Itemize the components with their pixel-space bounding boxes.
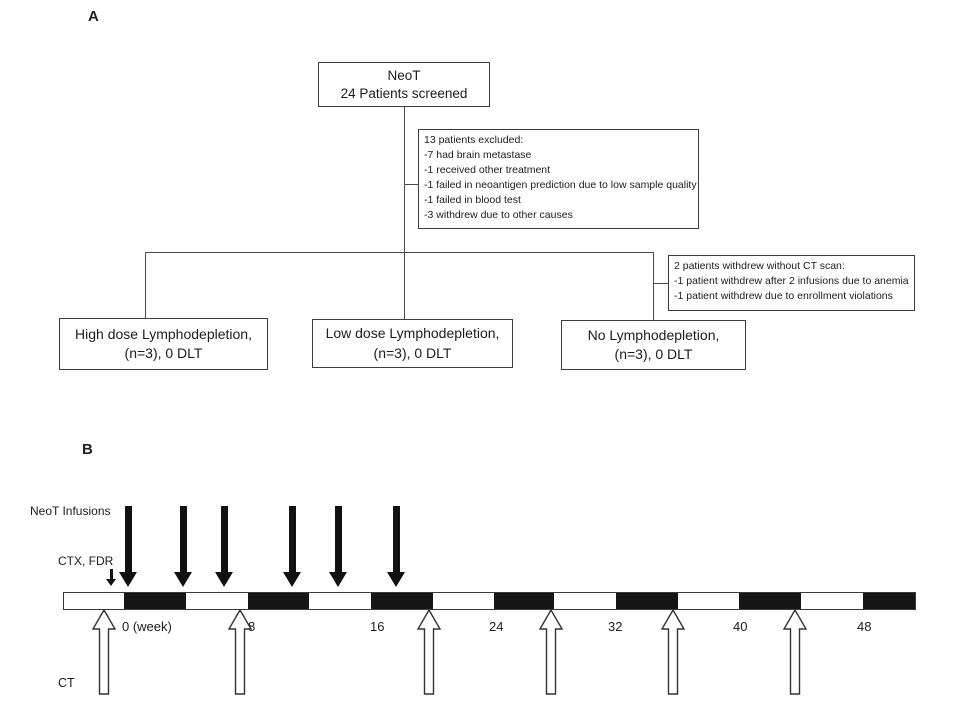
week-label: 24 (489, 619, 504, 634)
connector-line-center-vertical (404, 107, 405, 319)
infusion-arrow-shaft (392, 506, 400, 572)
ct-scan-arrow-icon (227, 608, 253, 695)
ct-scan-arrow-svg (416, 608, 442, 695)
arm-box-low-dose-line1: Low dose Lymphodepletion, (325, 325, 500, 341)
infusion-arrow-shaft (288, 506, 296, 572)
week-label: 16 (370, 619, 385, 634)
connector-line-to-withdrew-note (653, 283, 668, 284)
bar-segment (371, 593, 433, 609)
bar-segment (554, 593, 616, 609)
infusion-arrow-icon (119, 506, 137, 587)
infusion-arrow-head (387, 572, 405, 587)
screened-box-subtitle: 24 Patients screened (340, 85, 468, 101)
infusion-arrow-icon (329, 506, 347, 587)
bar-segment (863, 593, 915, 609)
bar-segment (616, 593, 678, 609)
week-label: 8 (248, 619, 256, 634)
connector-line-to-excluded-note (405, 184, 418, 185)
panel-a-label: A (88, 8, 99, 25)
bar-segment (186, 593, 248, 609)
infusion-arrow-head (329, 572, 347, 587)
panel-b-label: B (82, 441, 93, 458)
excluded-note-line: -7 had brain metastase (424, 149, 532, 161)
infusion-arrow-icon (174, 506, 192, 587)
bar-segment (494, 593, 554, 609)
arm-box-no-lymphodepletion-line2: (n=3), 0 DLT (614, 346, 693, 362)
ct-scan-arrow-icon (782, 608, 808, 695)
ct-scan-arrow-icon (416, 608, 442, 695)
ct-scan-arrow-svg (538, 608, 564, 695)
bar-segment (739, 593, 801, 609)
ctx-fdr-arrow-shaft (109, 569, 113, 579)
ct-scan-arrow-icon (538, 608, 564, 695)
ct-scan-arrow-svg (782, 608, 808, 695)
bar-segment (64, 593, 124, 609)
infusion-arrow-head (283, 572, 301, 587)
bar-segment (309, 593, 371, 609)
infusion-arrow-icon (283, 506, 301, 587)
bar-segment (124, 593, 186, 609)
infusion-arrow-shaft (220, 506, 228, 572)
infusion-arrow-shaft (179, 506, 187, 572)
connector-line-left-vertical (145, 252, 146, 318)
ct-scan-arrow-svg (227, 608, 253, 695)
infusion-arrow-shaft (334, 506, 342, 572)
ct-scan-arrow-icon (91, 608, 117, 695)
bar-segment (433, 593, 494, 609)
screened-box: NeoT 24 Patients screened (318, 62, 490, 107)
connector-line-right-vertical (653, 252, 654, 320)
arm-box-high-dose: High dose Lymphodepletion, (n=3), 0 DLT (59, 318, 268, 370)
bar-segment (801, 593, 863, 609)
week-label: 0 (week) (122, 619, 172, 634)
excluded-note-line: -1 failed in blood test (424, 194, 521, 206)
arm-box-high-dose-line2: (n=3), 0 DLT (124, 345, 203, 361)
screened-box-title: NeoT (387, 67, 421, 83)
arm-box-low-dose-line2: (n=3), 0 DLT (373, 344, 452, 361)
withdrew-note-box: 2 patients withdrew without CT scan: -1 p… (668, 255, 915, 311)
ctx-fdr-arrow-icon (106, 569, 116, 586)
infusion-arrow-icon (387, 506, 405, 587)
excluded-note-line: -1 failed in neoantigen prediction due t… (424, 179, 697, 191)
week-label: 48 (857, 619, 872, 634)
bar-segment (678, 593, 739, 609)
week-label: 32 (608, 619, 623, 634)
ct-scan-arrow-svg (660, 608, 686, 695)
excluded-note-box: 13 patients excluded: -7 had brain metast… (418, 129, 699, 229)
infusion-arrow-head (119, 572, 137, 587)
excluded-note-line: -3 withdrew due to other causes (424, 209, 573, 221)
infusion-arrow-head (174, 572, 192, 587)
withdrew-note-line: -1 patient withdrew due to enrollment vi… (674, 290, 893, 302)
ctx-fdr-row-label: CTX, FDR (58, 554, 114, 568)
neot-infusions-row-label: NeoT Infusions (30, 504, 111, 518)
arm-box-low-dose: Low dose Lymphodepletion, (n=3), 0 DLT (312, 319, 513, 368)
arm-box-high-dose-line1: High dose Lymphodepletion, (75, 325, 252, 342)
excluded-note-line: -1 received other treatment (424, 164, 551, 176)
infusion-arrow-head (215, 572, 233, 587)
withdrew-note-line: 2 patients withdrew without CT scan: (674, 260, 845, 272)
ct-scan-arrow-svg (91, 608, 117, 695)
bar-segment (248, 593, 309, 609)
ct-scan-arrow-icon (660, 608, 686, 695)
arm-box-no-lymphodepletion: No Lymphodepletion, (n=3), 0 DLT (561, 320, 746, 370)
excluded-note-line: 13 patients excluded: (424, 134, 524, 146)
week-label: 40 (733, 619, 748, 634)
connector-line-branch-horizontal (145, 252, 654, 253)
infusion-arrow-icon (215, 506, 233, 587)
timeline-bar (63, 592, 916, 610)
ct-row-label: CT (58, 676, 75, 690)
infusion-arrow-shaft (124, 506, 132, 572)
withdrew-note-line: -1 patient withdrew after 2 infusions du… (674, 275, 909, 287)
ctx-fdr-arrow-head (106, 579, 116, 586)
arm-box-no-lymphodepletion-line1: No Lymphodepletion, (587, 326, 720, 343)
